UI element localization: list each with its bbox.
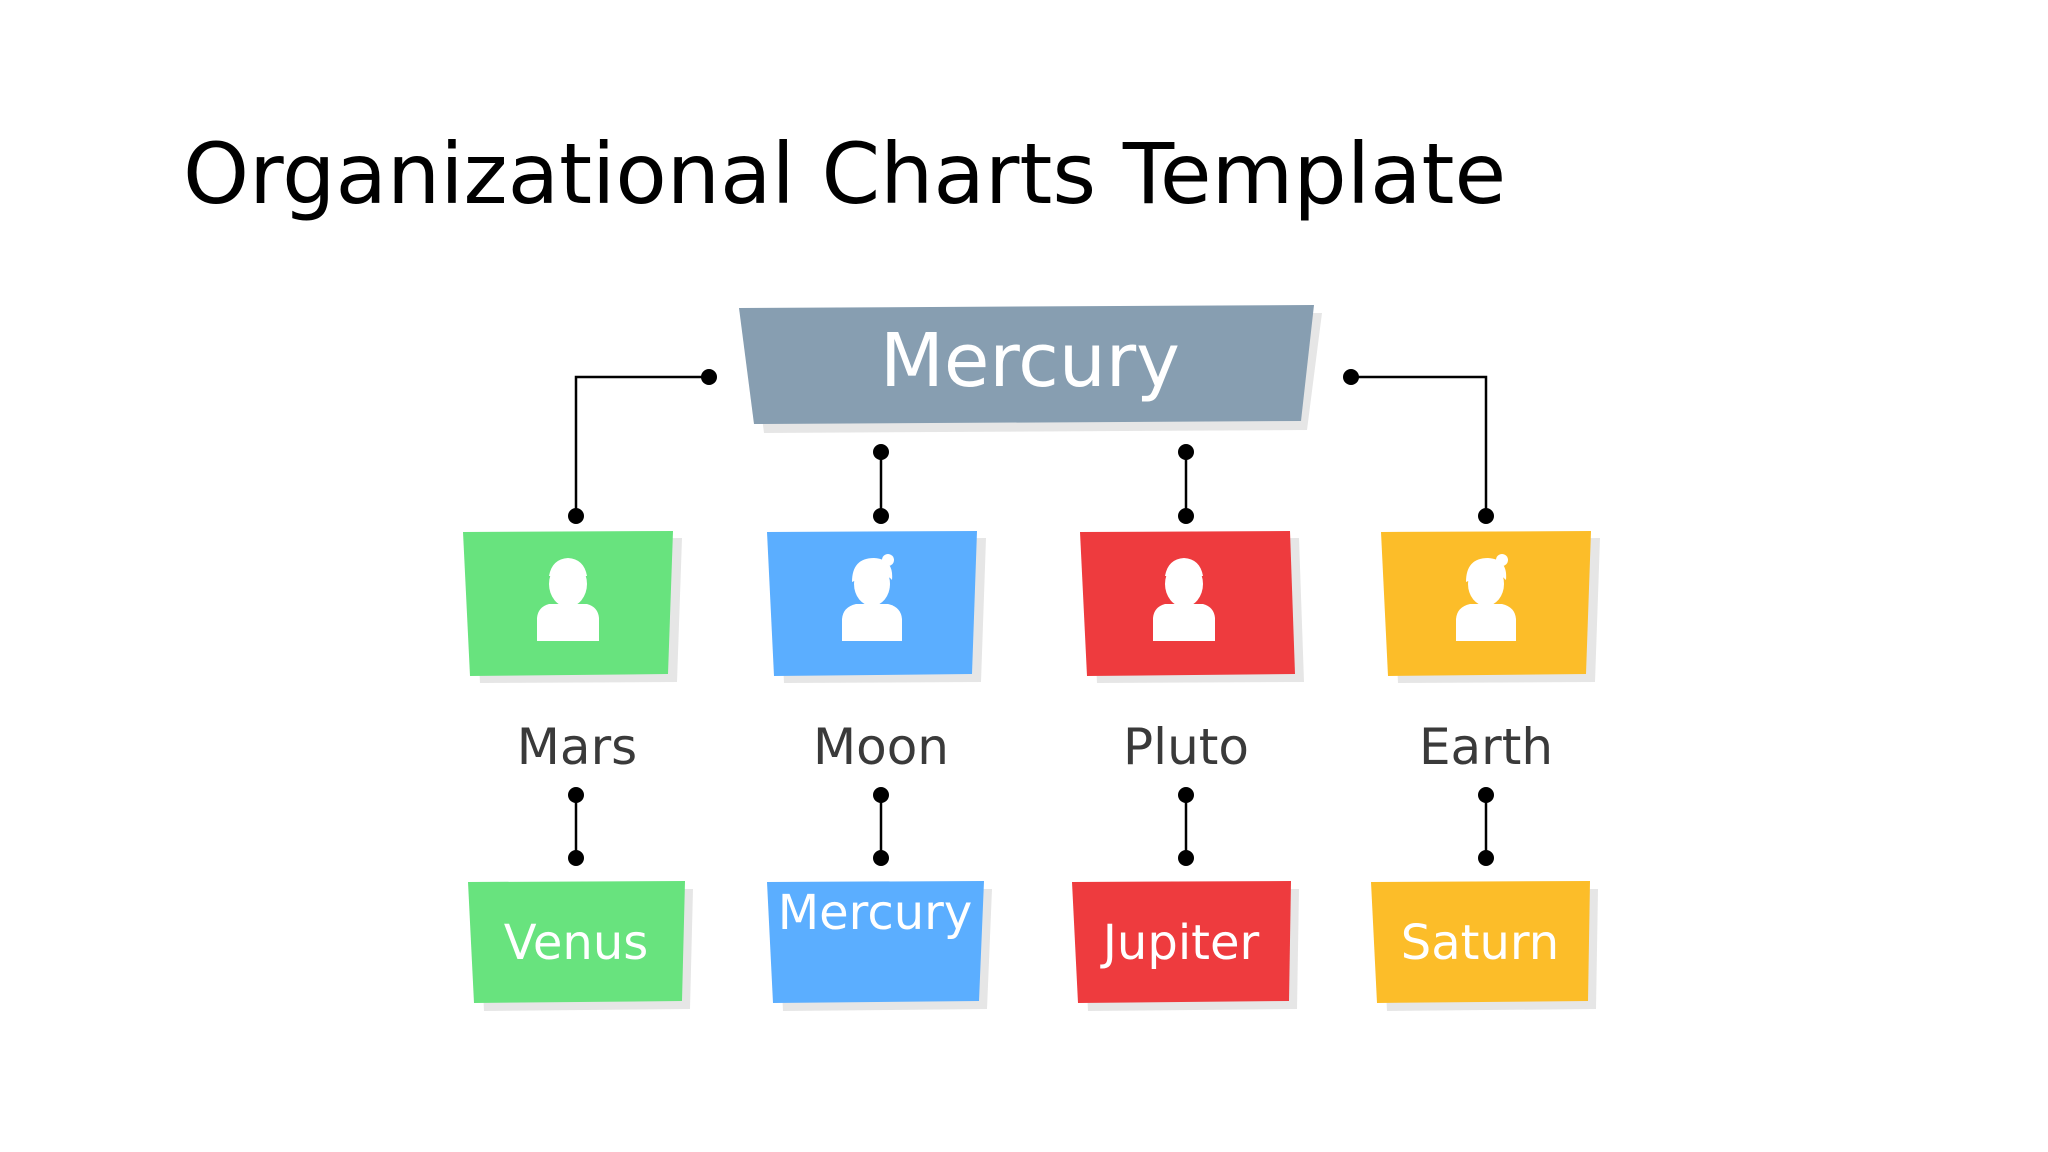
sub-box-shape	[1072, 881, 1291, 1003]
connector-top-to-member-1	[574, 375, 709, 516]
connector-dot	[1178, 787, 1194, 803]
connector-dot	[1478, 508, 1494, 524]
connector-dot	[1178, 444, 1194, 460]
member-box-3[interactable]	[1080, 531, 1304, 683]
sub-box-2[interactable]	[767, 881, 992, 1011]
sub-box-label-2: Mercury	[777, 885, 973, 941]
top-box-label: Mercury	[880, 318, 1180, 405]
connector-dot	[1178, 850, 1194, 866]
connector-dot	[1178, 508, 1194, 524]
member-name-3: Pluto	[1123, 718, 1249, 776]
top-box[interactable]	[739, 305, 1322, 433]
slide-title: Organizational Charts Template	[183, 125, 1507, 223]
sub-box-3[interactable]	[1072, 881, 1299, 1011]
connector-dot	[568, 508, 584, 524]
member-name-4: Earth	[1418, 718, 1554, 776]
connector-dots	[568, 369, 1494, 866]
person-female-icon	[1456, 554, 1516, 641]
sub-box-label-3: Jupiter	[1102, 915, 1260, 971]
connector-dot	[1478, 787, 1494, 803]
sub-box-1[interactable]	[468, 881, 693, 1011]
connector-dot	[1343, 369, 1359, 385]
connector-dot	[873, 444, 889, 460]
member-box-4[interactable]	[1381, 531, 1600, 683]
connector-dot	[873, 508, 889, 524]
sub-box-shape	[767, 881, 984, 1003]
member-box-2[interactable]	[767, 531, 986, 683]
person-male-icon	[1153, 558, 1215, 641]
sub-box-shape	[468, 881, 685, 1003]
connector-lines	[574, 375, 1488, 858]
member-box-1[interactable]	[463, 531, 682, 683]
sub-box-shape	[1371, 881, 1590, 1003]
connector-top-to-member-4	[1351, 375, 1488, 516]
sub-box-label-1: Venus	[503, 915, 649, 971]
connector-dot	[873, 850, 889, 866]
person-female-icon	[842, 554, 902, 641]
person-male-icon	[537, 558, 599, 641]
sub-box-4[interactable]	[1371, 881, 1598, 1011]
member-name-1: Mars	[516, 718, 638, 776]
top-box-shape	[739, 305, 1314, 424]
connector-dot	[568, 787, 584, 803]
connector-dot	[873, 787, 889, 803]
connector-dot	[701, 369, 717, 385]
connector-dot	[1478, 850, 1494, 866]
sub-box-label-4: Saturn	[1400, 915, 1560, 971]
connector-dot	[568, 850, 584, 866]
member-name-2: Moon	[812, 718, 949, 776]
